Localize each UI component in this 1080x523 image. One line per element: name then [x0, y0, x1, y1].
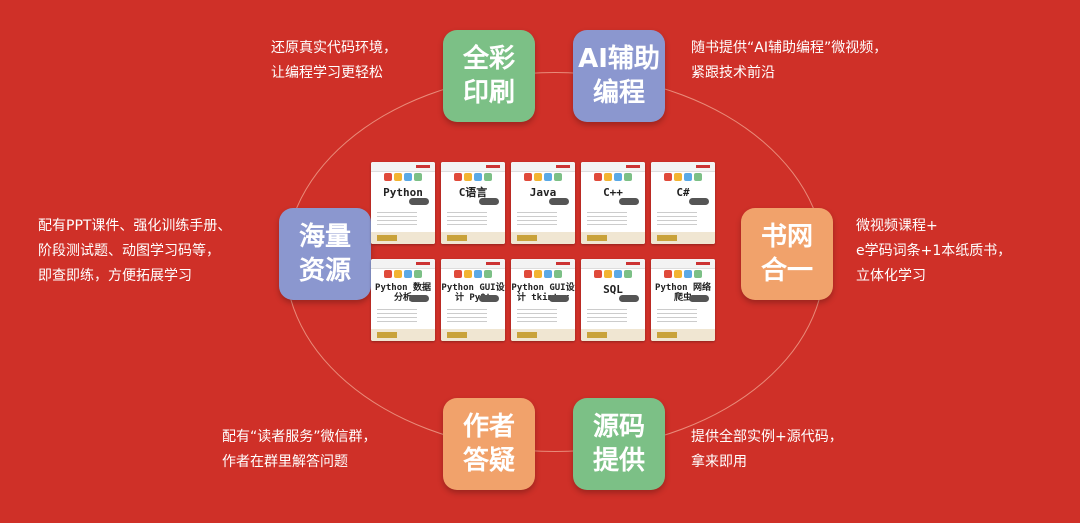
book-cover-header: [581, 259, 645, 269]
book-tag: [619, 295, 639, 302]
resources-description: 配有PPT课件、强化训练手册、 阶段测试题、动图学习码等， 即查即练，方便拓展学…: [38, 218, 232, 284]
series-logo-icon: [383, 270, 423, 280]
author-answer-badge: 作者 答疑: [443, 398, 535, 490]
source-code-description: 提供全部实例+源代码， 拿来即用: [691, 429, 843, 470]
fullcolor-description: 还原真实代码环境， 让编程学习更轻松: [271, 40, 397, 81]
series-logo-icon: [663, 270, 703, 280]
book-cover-header: [581, 162, 645, 172]
book-cover: Python 数据分析: [371, 259, 435, 341]
book-cover-footer: [651, 232, 715, 244]
book-tag: [689, 295, 709, 302]
book-cover: C#: [651, 162, 715, 244]
resources-badge: 海量 资源: [279, 208, 371, 300]
book-cover-header: [511, 259, 575, 269]
book-tag: [409, 295, 429, 302]
book-cover: Python GUI设计 PyQt: [441, 259, 505, 341]
book-cover: Java: [511, 162, 575, 244]
book-cover-header: [441, 162, 505, 172]
book-title: Python GUI设计 tkinter: [511, 283, 575, 303]
book-cover-footer: [511, 329, 575, 341]
book-cover-footer: [371, 232, 435, 244]
book-blurb-lines: [377, 212, 417, 226]
book-blurb-lines: [517, 309, 557, 323]
book-title: Python: [383, 186, 423, 199]
book-blurb-lines: [517, 212, 557, 226]
book-cover-grid: Python C语言 Java C++ C# Python 数据分析 Python GUI设…: [371, 162, 719, 341]
book-title: Java: [529, 186, 557, 199]
series-logo-icon: [593, 270, 633, 280]
book-tag: [549, 295, 569, 302]
book-title: Python GUI设计 PyQt: [441, 283, 505, 303]
book-cover-header: [441, 259, 505, 269]
book-cover-footer: [581, 329, 645, 341]
book-cover: Python GUI设计 tkinter: [511, 259, 575, 341]
book-title: C语言: [458, 186, 488, 199]
book-cover: Python: [371, 162, 435, 244]
book-cover-footer: [441, 329, 505, 341]
book-blurb-lines: [657, 212, 697, 226]
series-logo-icon: [383, 173, 423, 183]
book-cover-footer: [441, 232, 505, 244]
book-cover-footer: [371, 329, 435, 341]
book-blurb-lines: [587, 212, 627, 226]
book-title: SQL: [603, 283, 623, 296]
book-cover: SQL: [581, 259, 645, 341]
book-tag: [619, 198, 639, 205]
book-blurb-lines: [657, 309, 697, 323]
book-blurb-lines: [377, 309, 417, 323]
book-tag: [409, 198, 429, 205]
series-logo-icon: [453, 270, 493, 280]
book-cover-header: [371, 162, 435, 172]
book-cover: C++: [581, 162, 645, 244]
book-tag: [549, 198, 569, 205]
ai-programming-description: 随书提供“AI辅助编程”微视频， 紧跟技术前沿: [691, 40, 888, 81]
author-answer-description: 配有“读者服务”微信群， 作者在群里解答问题: [222, 429, 377, 470]
book-web-badge: 书网 合一: [741, 208, 833, 300]
book-title: Python 数据分析: [375, 283, 431, 303]
book-blurb-lines: [447, 212, 487, 226]
book-cover-header: [371, 259, 435, 269]
ai-programming-badge: AI辅助 编程: [573, 30, 665, 122]
book-cover-header: [511, 162, 575, 172]
book-title: Python 网络爬虫: [655, 283, 711, 303]
series-logo-icon: [593, 173, 633, 183]
book-tag: [689, 198, 709, 205]
book-cover-header: [651, 259, 715, 269]
fullcolor-badge: 全彩 印刷: [443, 30, 535, 122]
series-logo-icon: [523, 270, 563, 280]
book-web-description: 微视频课程+ e学码词条+1本纸质书， 立体化学习: [856, 218, 1012, 284]
source-code-badge: 源码 提供: [573, 398, 665, 490]
book-cover-footer: [511, 232, 575, 244]
book-title: C++: [603, 186, 623, 199]
series-logo-icon: [523, 173, 563, 183]
book-tag: [479, 198, 499, 205]
book-cover-footer: [651, 329, 715, 341]
series-logo-icon: [663, 173, 703, 183]
book-blurb-lines: [587, 309, 627, 323]
book-cover-header: [651, 162, 715, 172]
book-cover: Python 网络爬虫: [651, 259, 715, 341]
series-logo-icon: [453, 173, 493, 183]
book-title: C#: [676, 186, 690, 199]
book-tag: [479, 295, 499, 302]
book-cover: C语言: [441, 162, 505, 244]
book-cover-footer: [581, 232, 645, 244]
book-blurb-lines: [447, 309, 487, 323]
